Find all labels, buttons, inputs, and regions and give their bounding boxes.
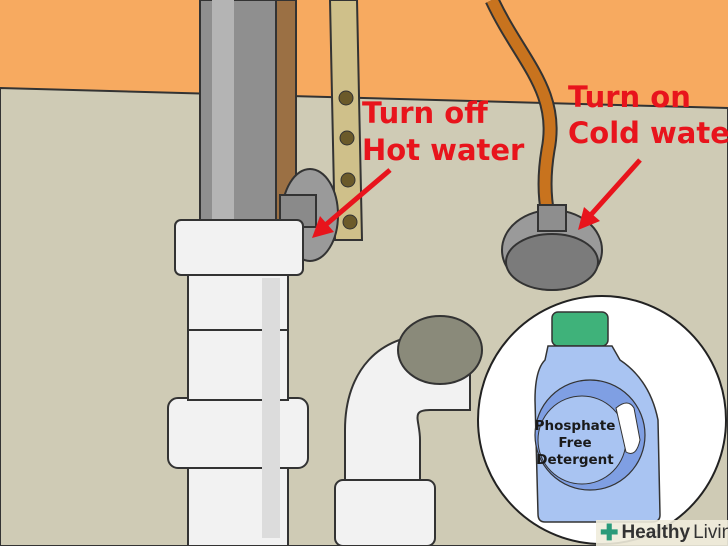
- svg-text:Phosphate: Phosphate: [535, 418, 616, 434]
- cold-label-line1: Turn on: [568, 80, 691, 114]
- svg-text:Detergent: Detergent: [536, 452, 614, 468]
- grey-pipe: [199, 0, 277, 241]
- bottle-cap: [551, 311, 609, 347]
- bracket-strip: [328, 0, 364, 241]
- drain-pipe: [167, 219, 309, 546]
- svg-text:Hot water: Hot water: [362, 133, 525, 167]
- bottle-label-line3: Detergent: [536, 452, 614, 468]
- svg-text:Turn on: Turn on: [568, 80, 691, 114]
- elbow-pipe: [334, 315, 483, 546]
- watermark: ✚ Healthy Living: [596, 520, 728, 546]
- watermark-bold: Healthy: [621, 522, 691, 543]
- hot-label-line2: Hot water: [362, 133, 525, 167]
- plus-leaf-icon: ✚: [600, 520, 619, 545]
- svg-text:Free: Free: [558, 435, 591, 451]
- arrow-hot: [312, 168, 392, 238]
- watermark-rest: Living: [693, 522, 728, 543]
- cold-label-line2: Cold water: [568, 116, 728, 150]
- svg-text:Turn off: Turn off: [362, 96, 488, 130]
- hot-label-line1: Turn off: [362, 96, 488, 130]
- svg-text:Cold water: Cold water: [568, 116, 728, 150]
- bottle-label-line1: Phosphate: [535, 418, 616, 434]
- bottle-label-line2: Free: [558, 435, 591, 451]
- cold-water-valve: [501, 204, 603, 291]
- arrow-cold: [578, 158, 642, 230]
- detergent-inset: Phosphate Free Detergent: [477, 295, 727, 545]
